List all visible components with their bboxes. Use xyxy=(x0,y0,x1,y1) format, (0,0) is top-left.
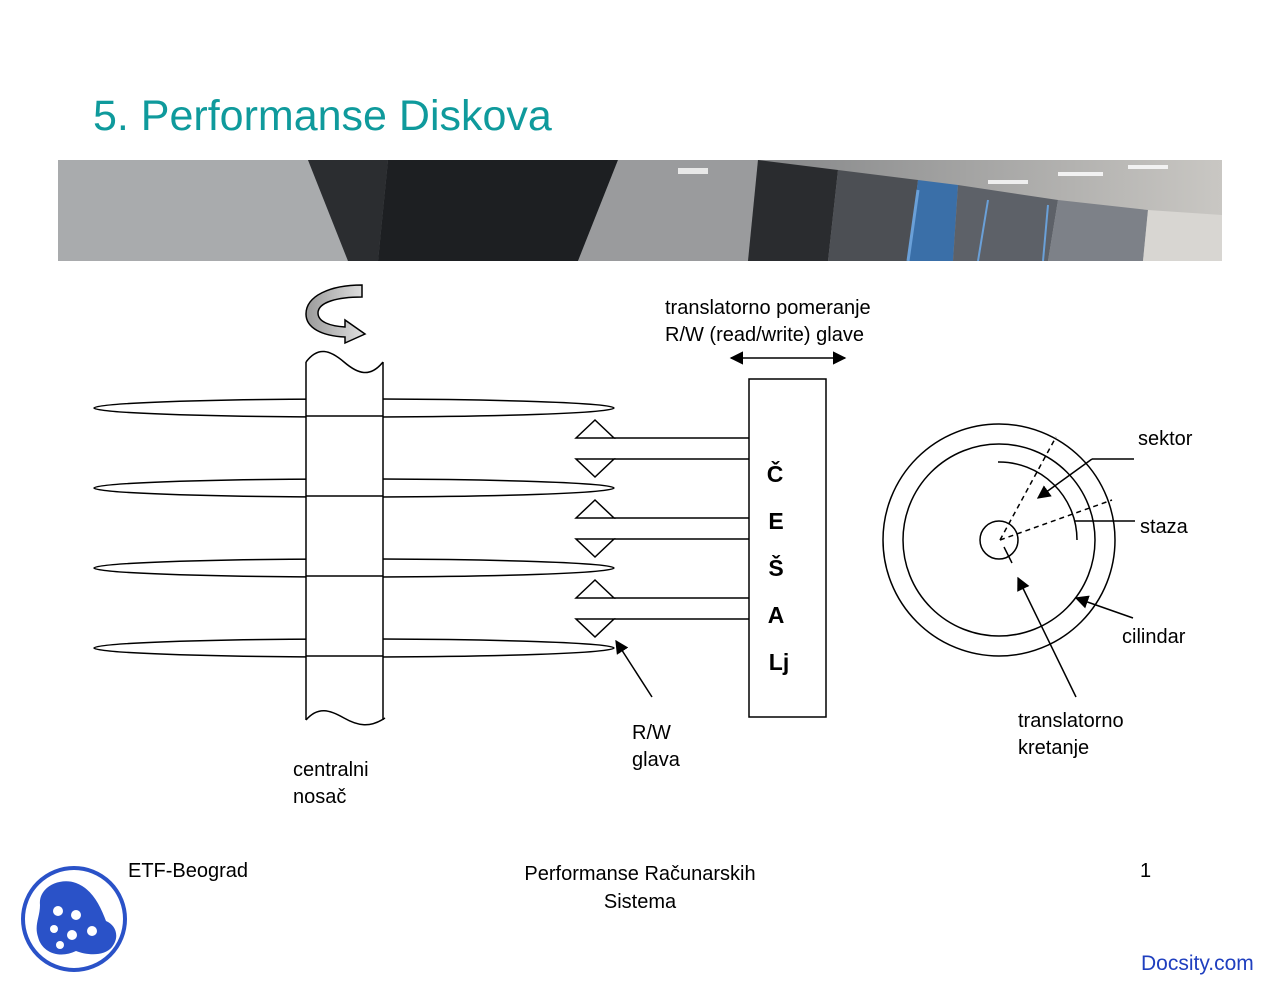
sector-boundary xyxy=(999,436,1057,541)
sector-boundary xyxy=(999,499,1113,541)
page-title: 5. Performanse Diskova xyxy=(93,92,552,140)
comb-box xyxy=(748,378,827,718)
rotation-arrow-icon xyxy=(305,284,367,345)
rw-label: R/W xyxy=(632,722,671,744)
cylinder-label: cilindar xyxy=(1122,626,1186,648)
rw-head xyxy=(574,458,616,479)
footer-course: Performanse Računarskih Sistema xyxy=(470,860,810,916)
rw-label: glava xyxy=(632,749,681,771)
server-room-image xyxy=(58,160,1222,261)
rw-head xyxy=(574,618,616,639)
rw-head xyxy=(574,578,616,599)
footer-course-line: Sistema xyxy=(603,891,677,913)
watermark-link[interactable]: Docsity.com xyxy=(1141,952,1254,975)
comb-letter: A xyxy=(768,602,785,628)
motion-label: translatorno xyxy=(1018,710,1124,732)
motion-pointer-arrow-icon xyxy=(1017,576,1077,698)
rw-head xyxy=(574,418,616,439)
footer-institution: ETF-Beograd xyxy=(128,860,249,882)
sector-pointer-arrow-icon xyxy=(1036,458,1093,499)
comb-letter: Č xyxy=(767,460,784,487)
rw-head xyxy=(574,498,616,519)
spindle-label: centralni xyxy=(293,759,369,781)
cylinder-pointer-arrow-icon xyxy=(1074,595,1134,619)
comb-letter: E xyxy=(768,508,783,534)
central-spindle xyxy=(305,350,386,726)
rw-pointer-arrow-icon xyxy=(615,639,653,698)
sector-label: sektor xyxy=(1138,428,1193,450)
server-room-banner xyxy=(58,160,1222,261)
comb-letter: Š xyxy=(768,554,783,581)
rw-head-assembly xyxy=(574,418,749,639)
track-arc xyxy=(997,461,1078,541)
spindle-label: nosač xyxy=(293,786,346,808)
track-label: staza xyxy=(1140,516,1189,538)
translation-label: R/W (read/write) glave xyxy=(665,324,864,346)
rw-head xyxy=(574,538,616,559)
comb-letter: Lj xyxy=(769,649,789,675)
disk-top-view xyxy=(882,423,1116,657)
motion-label: kretanje xyxy=(1018,737,1089,759)
footer-course-line: Performanse Računarskih xyxy=(524,863,756,885)
page-number: 1 xyxy=(1140,860,1152,882)
etf-logo-icon xyxy=(21,866,127,972)
translation-label: translatorno pomeranje xyxy=(665,297,871,319)
